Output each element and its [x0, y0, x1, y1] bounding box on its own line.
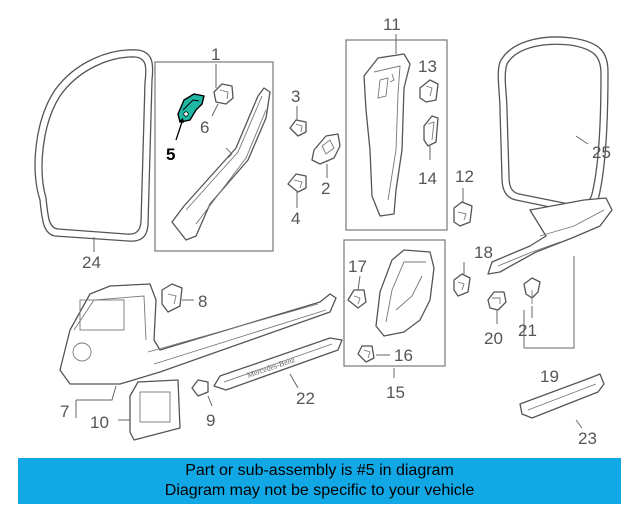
callout-5: 5: [166, 145, 175, 164]
callout-4: 4: [291, 209, 300, 228]
callout-12: 12: [455, 167, 474, 186]
callout-10: 10: [90, 413, 109, 432]
part-20-clip: [487, 291, 507, 324]
part-10-cover: [118, 379, 181, 441]
callout-22: 22: [296, 389, 315, 408]
part-5-highlighted: [175, 93, 205, 141]
part-18-clip: [453, 262, 471, 297]
parts-diagram: 24 1 6 5 3 2 4: [34, 15, 613, 448]
part-25-door-seal: [497, 36, 609, 214]
callout-2: 2: [321, 179, 330, 198]
callout-18: 18: [474, 243, 493, 262]
part-15-lower-trim: [375, 249, 435, 378]
banner-line-1: Part or sub-assembly is #5 in diagram: [185, 462, 454, 479]
part-13-clip: [419, 79, 439, 103]
callout-6: 6: [200, 118, 209, 137]
callout-11: 11: [383, 15, 401, 34]
callout-14: 14: [418, 169, 437, 188]
group-box-1: [154, 61, 274, 252]
callout-8: 8: [198, 292, 207, 311]
callout-19: 19: [540, 367, 559, 386]
part-9-clip: [191, 379, 213, 407]
callout-13: 13: [418, 57, 437, 76]
part-23-sill-plate: [519, 373, 605, 429]
callout-7: 7: [60, 402, 69, 421]
callout-25: 25: [592, 143, 611, 162]
callout-20: 20: [484, 329, 503, 348]
callout-21: 21: [518, 321, 537, 340]
banner-line-2: Diagram may not be specific to your vehi…: [164, 482, 475, 499]
part-14-cover: [423, 115, 439, 160]
part-16-clip: [357, 345, 390, 363]
callout-1: 1: [211, 45, 220, 64]
callout-16: 16: [394, 346, 413, 365]
callout-24: 24: [82, 253, 101, 272]
group-box-15: [343, 239, 446, 367]
callout-9: 9: [206, 411, 215, 430]
part-24-door-seal: [34, 49, 154, 252]
callout-23: 23: [578, 429, 597, 448]
info-banner: Part or sub-assembly is #5 in diagram Di…: [18, 458, 621, 504]
part-3-clip: [289, 106, 307, 137]
part-8-clip: [161, 283, 194, 313]
part-21-clip: [523, 277, 541, 318]
part-12-clip: [453, 188, 473, 227]
callout-17: 17: [348, 257, 367, 276]
part-2-bracket: [311, 133, 341, 178]
callout-15: 15: [386, 383, 405, 402]
callout-3: 3: [291, 87, 300, 106]
part-6-clip: [211, 83, 234, 117]
part-7-sill-trim: [59, 283, 337, 418]
part-19-rear-trim: [487, 197, 613, 349]
part-4-clip: [287, 173, 307, 208]
part-17-clip: [347, 275, 367, 309]
part-1-a-pillar-trim: [171, 64, 271, 241]
part-11-b-pillar-trim: [363, 34, 411, 217]
